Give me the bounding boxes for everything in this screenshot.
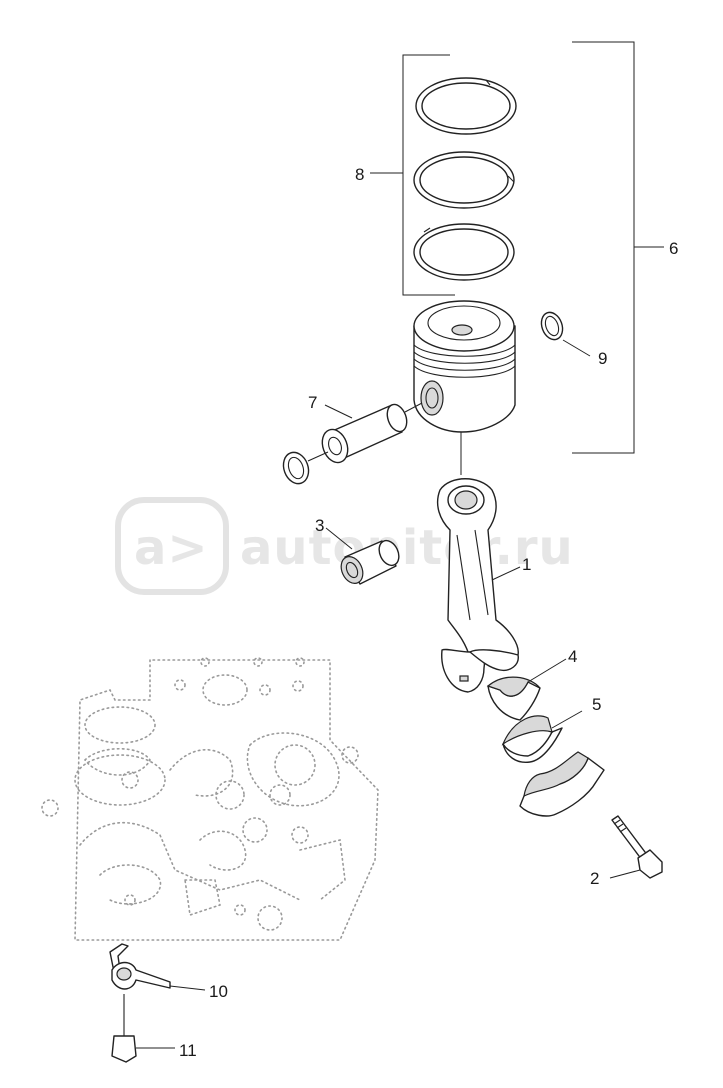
callout-3: 3 (315, 516, 324, 535)
connecting-rod-cap (519, 751, 605, 817)
callout-2: 2 (590, 869, 599, 888)
piston-ring-middle (413, 151, 515, 209)
piston-ring-oil (413, 223, 515, 281)
piston-cooling-jet (109, 943, 206, 991)
pin-axis-line (404, 402, 423, 413)
callout-1: 1 (522, 555, 531, 574)
callout-11: 11 (179, 1041, 197, 1060)
piston (413, 300, 516, 433)
watermark: a> autopiter.ru (115, 497, 574, 595)
watermark-logo-badge (115, 497, 229, 595)
piston-pin (321, 403, 408, 464)
piston-pin-circlip-left (282, 451, 310, 485)
engine-block-outline (41, 657, 379, 941)
piston-ring-top (415, 77, 517, 135)
connecting-rod-bolt (609, 815, 663, 879)
callout-labels: 1 2 3 4 5 6 7 8 9 10 11 (179, 165, 678, 1060)
cooling-jet-bolt (111, 994, 175, 1063)
ring-set-bracket (370, 54, 455, 296)
connecting-rod (436, 478, 521, 693)
callout-8: 8 (355, 165, 364, 184)
lower-bearing-shell (501, 710, 583, 763)
callout-4: 4 (568, 647, 577, 666)
callout-9: 9 (598, 349, 607, 368)
callout-7: 7 (308, 393, 317, 412)
watermark-text: autopiter.ru (240, 520, 574, 576)
callout-6: 6 (669, 239, 678, 258)
piston-pin-circlip-right (540, 311, 591, 357)
callout-5: 5 (592, 695, 601, 714)
watermark-logo-text: a> (134, 520, 209, 576)
circlip-axis-line (307, 451, 329, 462)
piston-assembly-bracket (572, 41, 664, 454)
callout-10: 10 (209, 982, 228, 1001)
small-end-bushing (325, 527, 400, 585)
upper-bearing-shell (486, 658, 567, 721)
